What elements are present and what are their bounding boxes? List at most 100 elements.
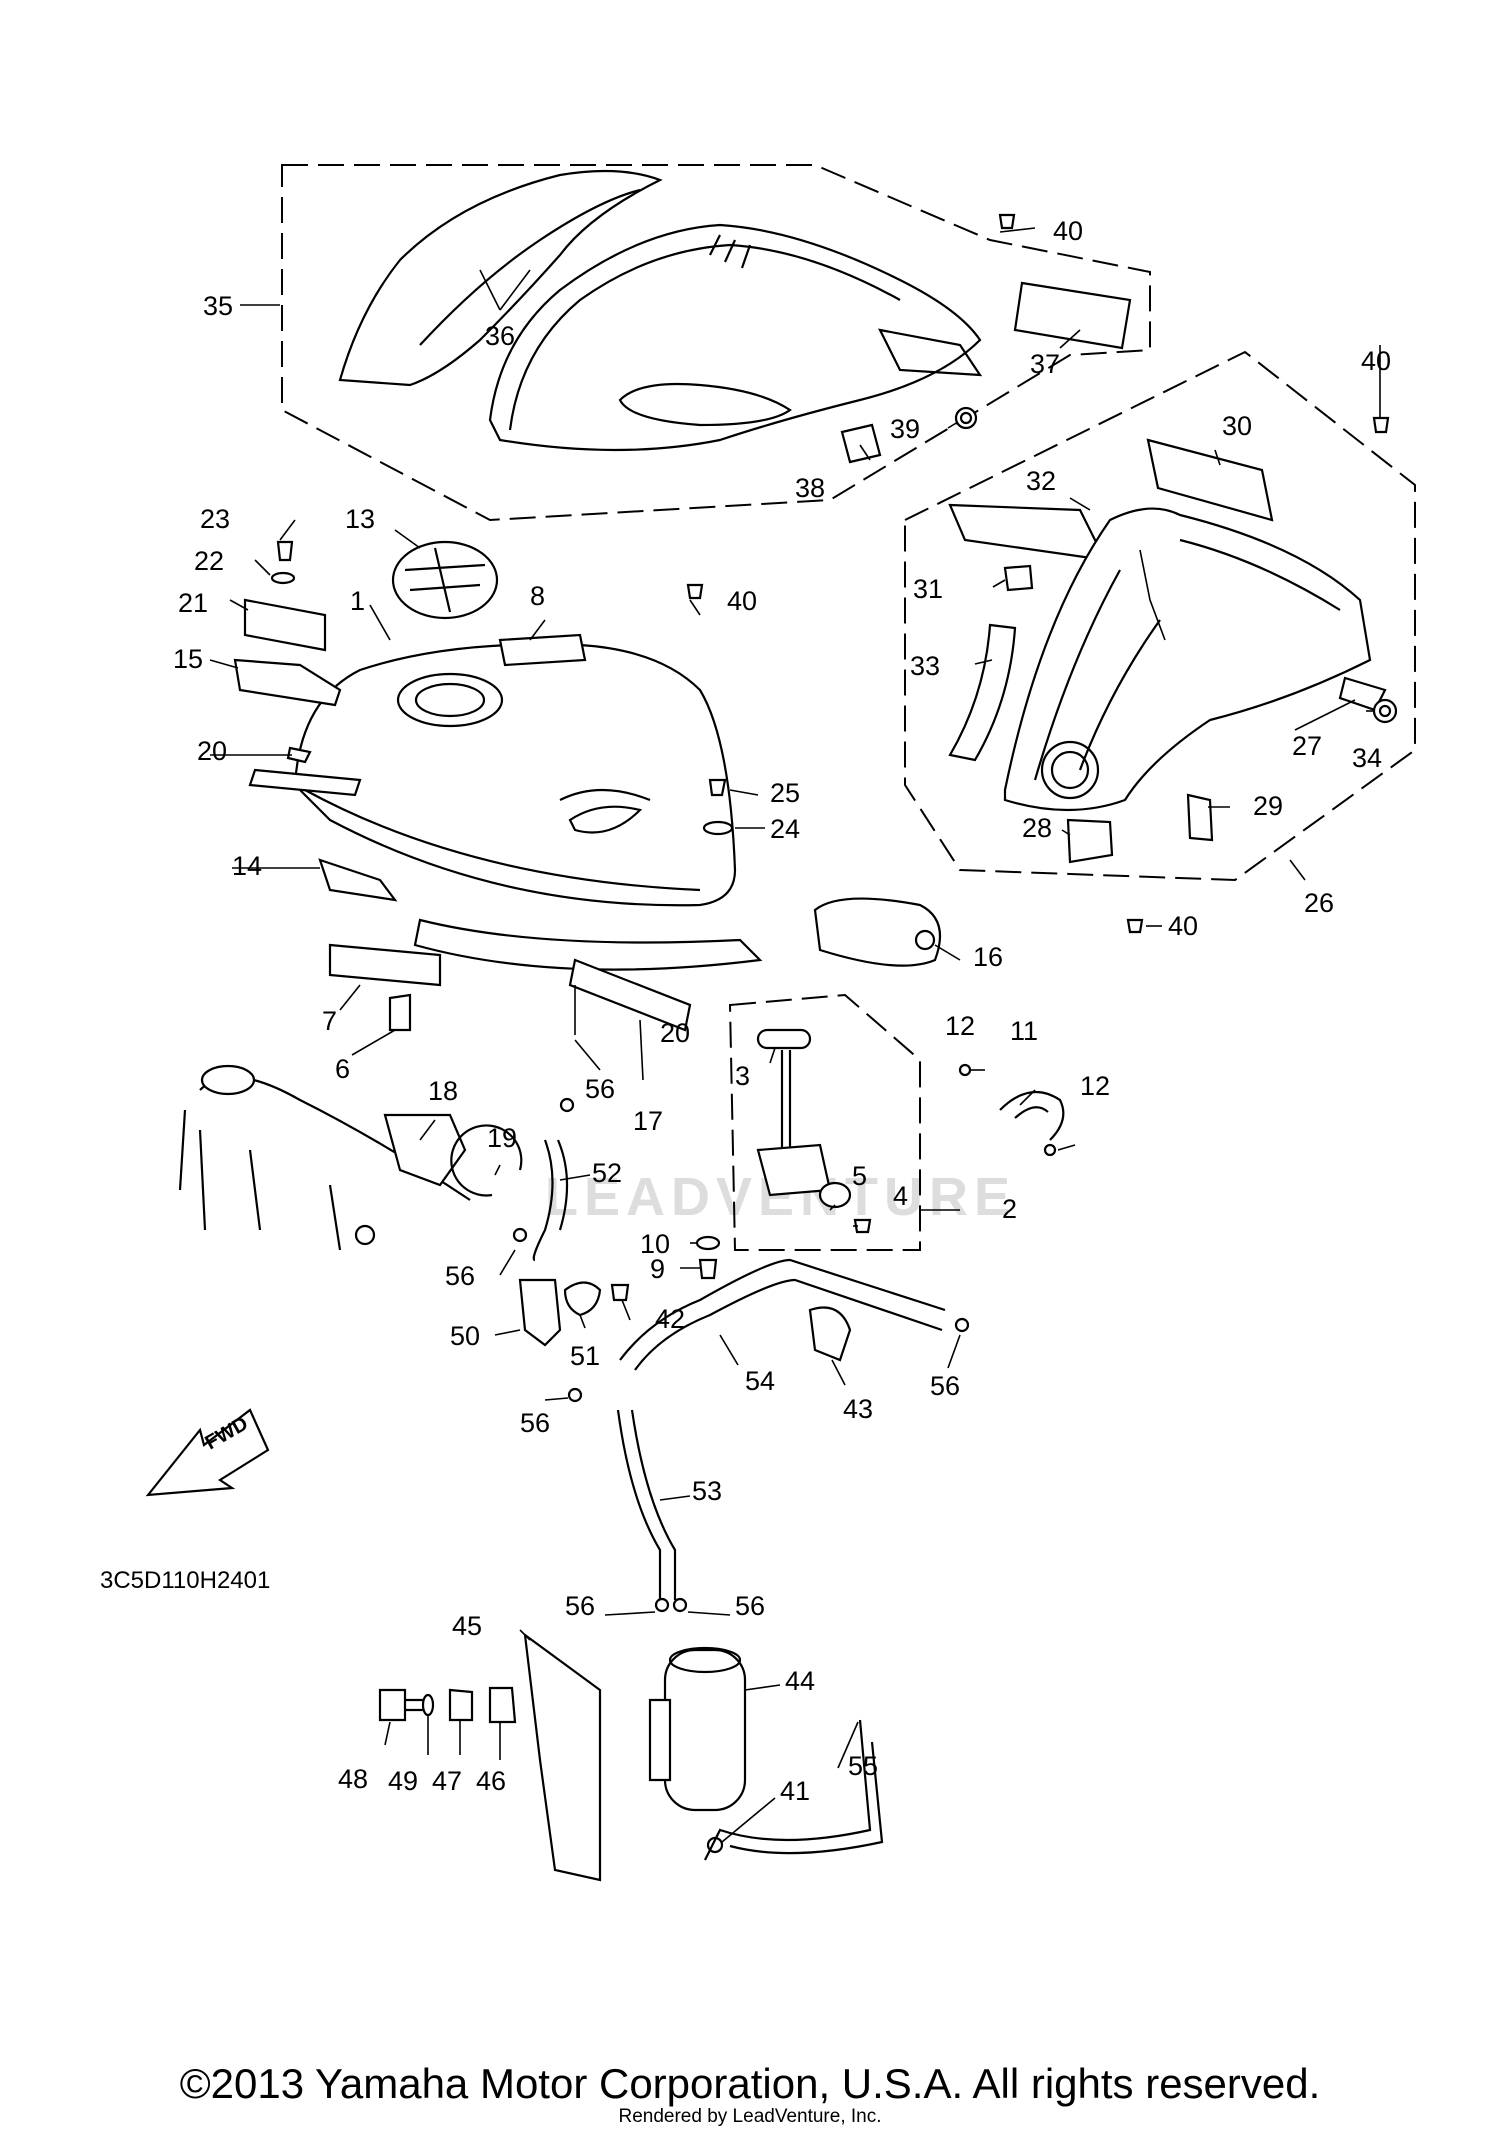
- part-52-hose: [532, 1139, 554, 1262]
- part-7-pad: [328, 943, 442, 987]
- part-16-cover: [813, 897, 942, 967]
- label-56c: 56: [520, 1408, 550, 1438]
- part-54-hose: [619, 1258, 946, 1361]
- part-30-strip: [1146, 438, 1274, 522]
- part-23-bolt: [276, 540, 294, 562]
- label-8: 8: [530, 581, 545, 611]
- label-21: 21: [178, 588, 208, 618]
- tank-knee-grip: [568, 805, 643, 834]
- part-32-strip: [948, 503, 1107, 562]
- label-40a: 40: [1053, 216, 1083, 246]
- label-3: 3: [735, 1061, 750, 1091]
- yamaha-emblem: [1040, 740, 1100, 800]
- label-40b: 40: [727, 586, 757, 616]
- part-14-bracket: [318, 858, 398, 902]
- label-45: 45: [452, 1611, 482, 1641]
- label-31: 31: [913, 574, 943, 604]
- label-48: 48: [338, 1764, 368, 1794]
- label-36: 36: [485, 321, 515, 351]
- fwd-arrow-shape: [145, 1408, 270, 1497]
- group-35-outline: [281, 164, 1151, 522]
- label-54: 54: [745, 1366, 775, 1396]
- part-40-screw-front: [1126, 918, 1144, 934]
- part-29-pad: [1186, 793, 1214, 842]
- label-22: 22: [194, 546, 224, 576]
- label-18: 18: [428, 1076, 458, 1106]
- part-43-clamp: [808, 1306, 852, 1362]
- part-6-pad: [388, 993, 412, 1032]
- side-cover-emblem-recess: [618, 382, 792, 427]
- side-cover-group: [281, 164, 1151, 600]
- part-21-bracket: [243, 598, 327, 652]
- label-43: 43: [843, 1394, 873, 1424]
- group-2-outline: [728, 993, 921, 1251]
- label-41: 41: [780, 1776, 810, 1806]
- label-39: 39: [890, 414, 920, 444]
- label-13: 13: [345, 504, 375, 534]
- part-40-screw-top: [998, 213, 1016, 230]
- label-25: 25: [770, 778, 800, 808]
- part-44-canister: [663, 1648, 747, 1812]
- part-17-bracket: [568, 958, 692, 1032]
- part-47-collar: [448, 1688, 474, 1722]
- label-32: 32: [1026, 466, 1056, 496]
- label-37: 37: [1030, 349, 1060, 379]
- label-51: 51: [570, 1341, 600, 1371]
- fuel-tank-assembly: [233, 540, 942, 1032]
- label-49: 49: [388, 1766, 418, 1796]
- fuel-cock-body: [756, 1143, 832, 1197]
- part-39-grommet: [954, 406, 978, 430]
- part-24-washer: [702, 820, 734, 836]
- part-labels: 35 36 40 37 39 38 40 40 30 32 31 33 27 3…: [173, 216, 1391, 1806]
- leader-lines: [209, 227, 1381, 1843]
- part-12-clip-b: [1043, 1143, 1057, 1157]
- label-56f: 56: [930, 1371, 960, 1401]
- part-56-clip-d: [654, 1597, 670, 1613]
- label-27: 27: [1292, 731, 1322, 761]
- part-10-washer: [695, 1235, 721, 1251]
- part-33-strip: [948, 623, 1017, 762]
- label-35: 35: [203, 291, 233, 321]
- label-23: 23: [200, 504, 230, 534]
- part-40-screw-bottom: [686, 583, 704, 600]
- rendered-by-credit: Rendered by LeadVenture, Inc.: [618, 2106, 882, 2127]
- copyright-notice: ©2013 Yamaha Motor Corporation, U.S.A. A…: [179, 2060, 1321, 2107]
- front-cover-group: [904, 350, 1416, 934]
- part-42-bolt: [610, 1283, 630, 1302]
- side-cover-bracket: [878, 328, 983, 377]
- label-14: 14: [232, 851, 262, 881]
- label-7: 7: [322, 1006, 337, 1036]
- label-15: 15: [173, 644, 203, 674]
- label-28: 28: [1022, 813, 1052, 843]
- label-4: 4: [893, 1181, 908, 1211]
- label-55: 55: [848, 1751, 878, 1781]
- label-16: 16: [973, 942, 1003, 972]
- part-40-screw-right: [1372, 416, 1390, 434]
- side-cover-right-shell: [488, 223, 982, 452]
- part-55-hose: [704, 1719, 872, 1861]
- part-12-clip-a: [958, 1063, 972, 1077]
- label-34: 34: [1352, 743, 1382, 773]
- part-4-screw: [853, 1218, 872, 1234]
- label-1: 1: [350, 586, 365, 616]
- part-56-clip-b: [567, 1387, 583, 1403]
- part-31-pad: [1003, 564, 1034, 592]
- label-11: 11: [1010, 1016, 1038, 1046]
- diagram-code: 3C5D110H2401: [100, 1567, 270, 1594]
- part-38-pad: [840, 423, 882, 464]
- label-20b: 20: [660, 1018, 690, 1048]
- tank-filler-neck: [396, 672, 504, 728]
- label-56a: 56: [585, 1074, 615, 1104]
- part-19-band: [450, 1124, 523, 1197]
- part-41-clip: [706, 1836, 724, 1854]
- part-13-fuel-cap: [391, 540, 499, 620]
- label-24: 24: [770, 814, 800, 844]
- part-3-gasket: [756, 1028, 812, 1050]
- label-2: 2: [1002, 1194, 1017, 1224]
- label-40d: 40: [1168, 911, 1198, 941]
- part-37-strip: [1013, 281, 1132, 350]
- frame-section: [178, 1064, 523, 1251]
- part-20-strip-lower: [413, 918, 763, 971]
- label-52: 52: [592, 1158, 622, 1188]
